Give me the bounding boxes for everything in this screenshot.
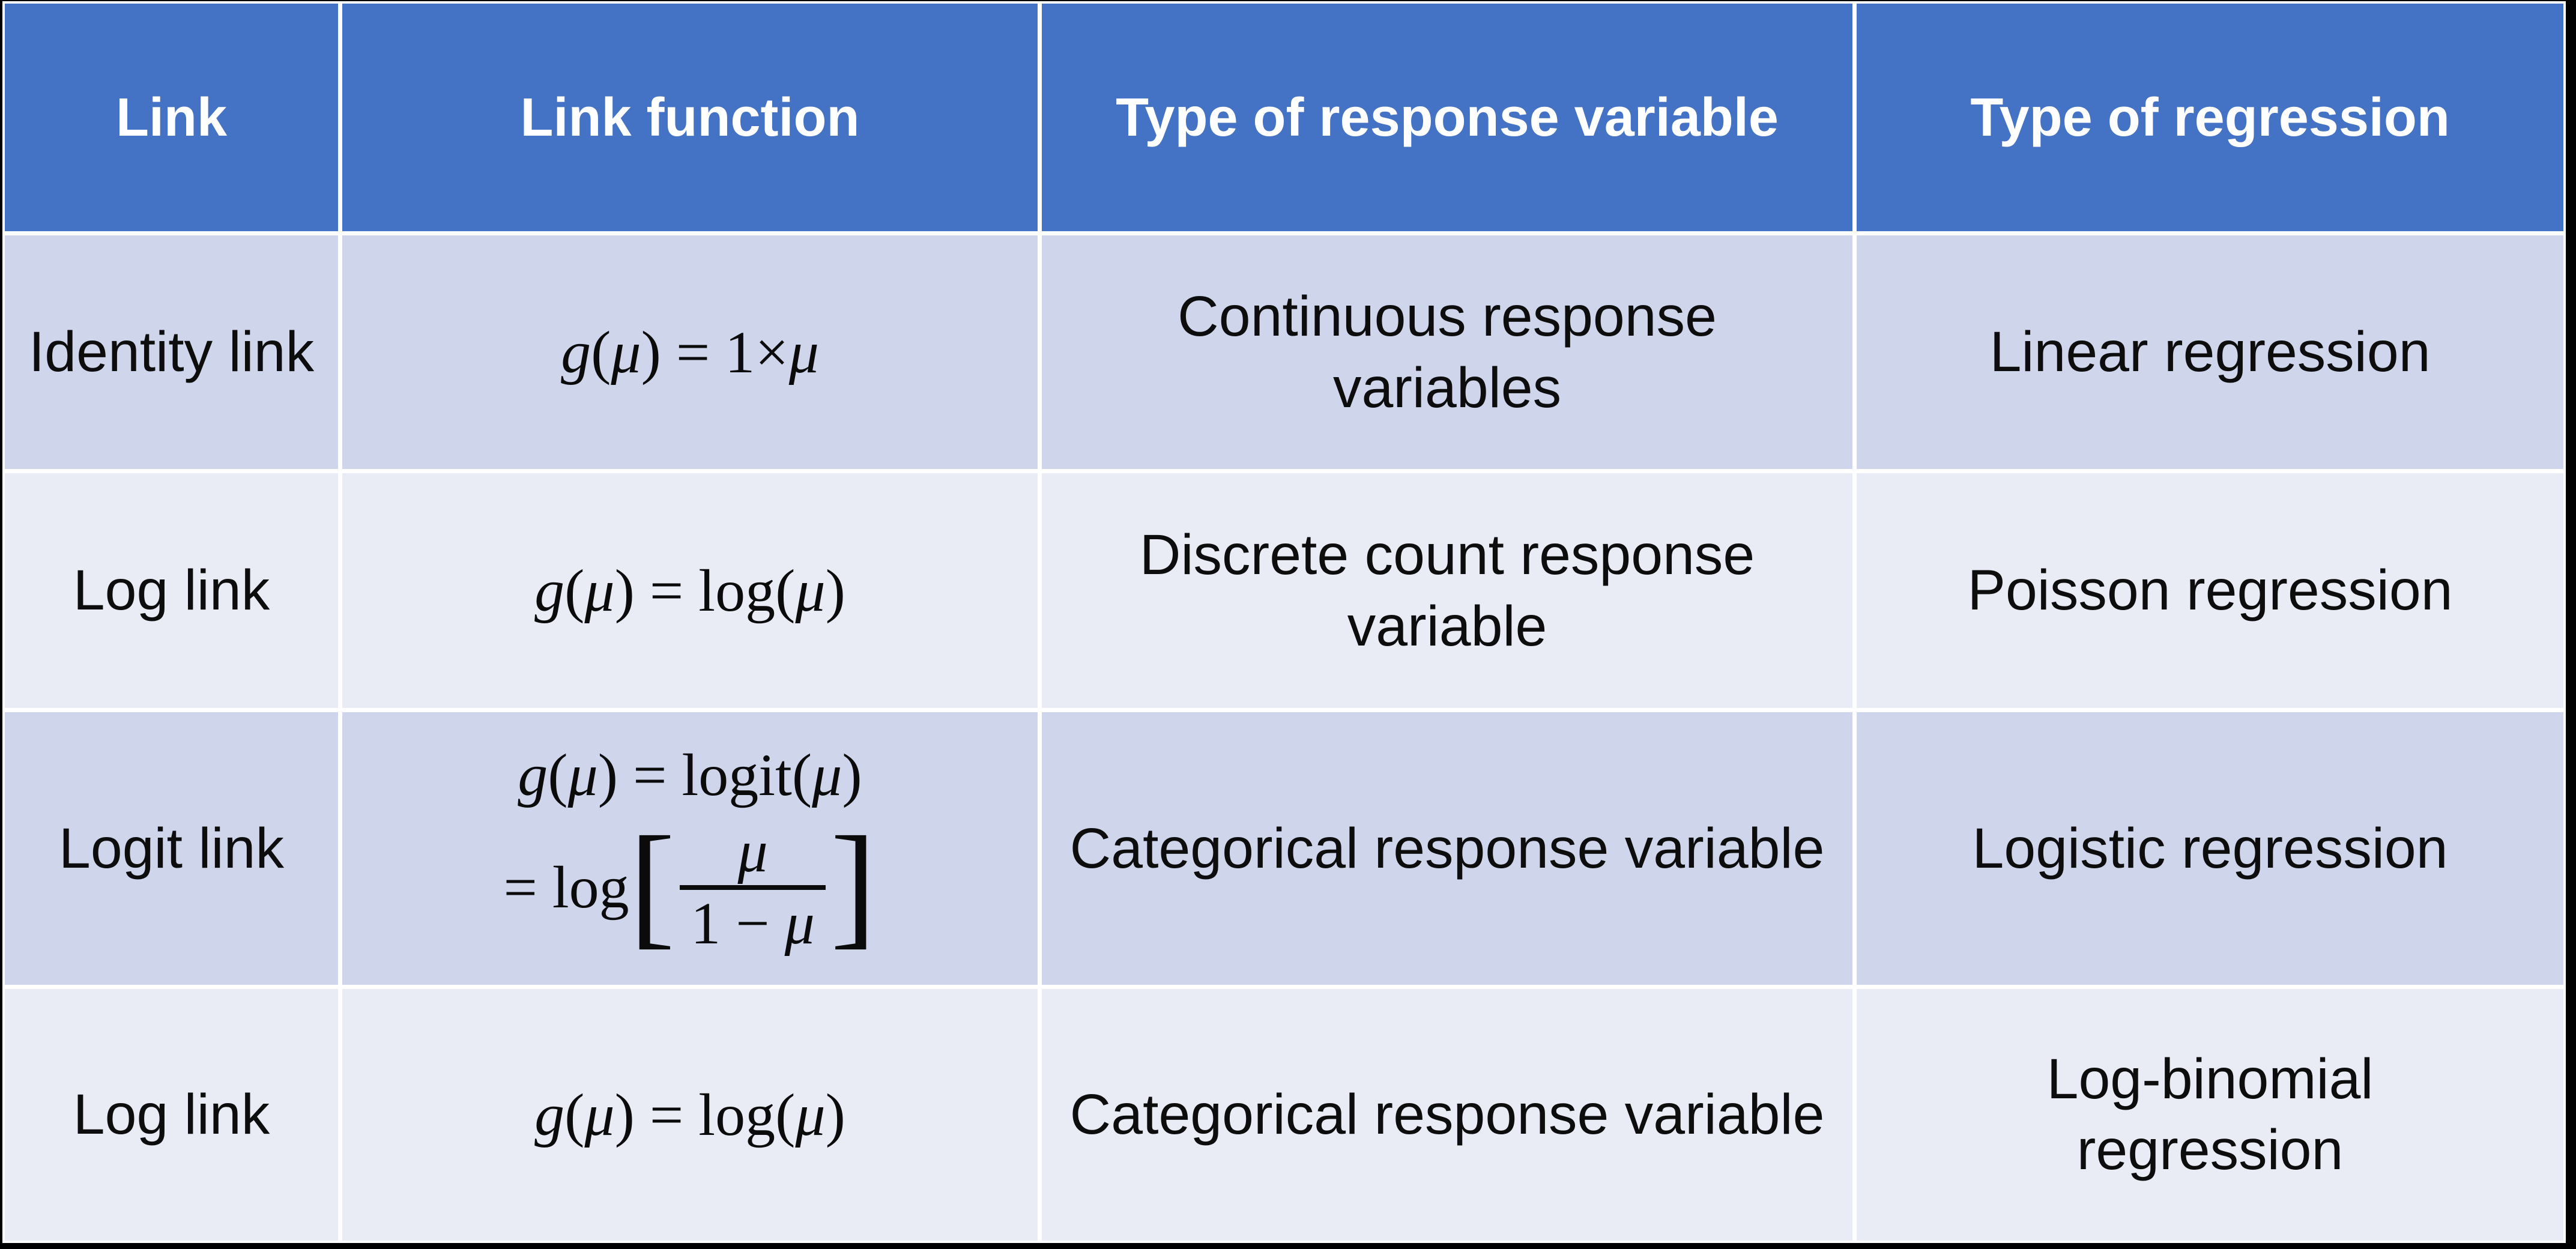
formula-segment: μ	[567, 741, 598, 808]
formula-segment: )	[825, 1081, 845, 1148]
formula-segment: (	[564, 557, 585, 624]
header-label: Link function	[520, 87, 860, 148]
formula-segment: μ	[795, 1081, 826, 1148]
formula-segment: ) = 1×	[641, 319, 789, 386]
cell-row1-response: Continuous response variables	[1041, 235, 1853, 470]
header-label: Type of response variable	[1116, 87, 1779, 148]
cell-row4-response: Categorical response variable	[1041, 988, 1853, 1241]
cell-row1-regression: Linear regression	[1857, 235, 2563, 470]
formula-segment: g	[518, 741, 548, 808]
fraction-denominator: 1 − μ	[680, 885, 826, 957]
formula-segment: (	[564, 1081, 585, 1148]
header-label: Type of regression	[1970, 87, 2450, 148]
formula-segment: μ	[584, 1081, 615, 1148]
cell-row2-link: Log link	[5, 473, 339, 709]
formula-segment: = log	[503, 854, 629, 921]
formula-log: g(μ) = log(μ)	[534, 556, 845, 625]
formula-segment: 1 −	[691, 889, 785, 957]
cell-text: Identity link	[28, 320, 315, 384]
formula-segment: ) = log(	[614, 557, 796, 624]
cell-text: Log-binomial regression	[2046, 1047, 2374, 1182]
cell-text: Logistic regression	[1972, 816, 2448, 880]
cell-row4-link: Log link	[5, 988, 339, 1241]
cell-text: Discrete count response variable	[1139, 523, 1755, 658]
header-cell-response-type: Type of response variable	[1041, 4, 1853, 232]
cell-row4-formula: g(μ) = log(μ)	[342, 988, 1038, 1241]
fraction-numerator: μ	[731, 818, 773, 885]
formula-segment: μ	[795, 557, 826, 624]
cell-text: Logit link	[59, 816, 284, 880]
glm-link-function-table: Link Link function Type of response vari…	[5, 4, 2563, 1241]
formula-segment: μ	[584, 557, 615, 624]
formula-segment: g	[534, 557, 565, 624]
cell-text: Poisson regression	[1967, 558, 2453, 623]
formula-identity: g(μ) = 1×μ	[561, 318, 819, 387]
formula-segment: ) = log(	[614, 1081, 796, 1148]
header-cell-link-function: Link function	[342, 4, 1038, 232]
cell-text: Categorical response variable	[1069, 816, 1825, 880]
cell-row4-regression: Log-binomial regression	[1857, 988, 2563, 1241]
header-cell-link: Link	[5, 4, 339, 232]
cell-text: Categorical response variable	[1069, 1083, 1825, 1146]
formula-segment: μ	[737, 817, 768, 885]
formula-segment: g	[534, 1081, 565, 1148]
cell-text: Continuous response variables	[1178, 284, 1717, 420]
formula-segment: g	[561, 319, 591, 386]
formula-segment: μ	[784, 889, 815, 957]
cell-row3-link: Logit link	[5, 712, 339, 985]
formula-segment: μ	[611, 319, 641, 386]
cell-row3-regression: Logistic regression	[1857, 712, 2563, 985]
cell-row2-response: Discrete count response variable	[1041, 473, 1853, 709]
header-label: Link	[116, 87, 228, 148]
formula-segment: )	[842, 741, 862, 808]
formula-segment: )	[825, 557, 845, 624]
cell-text: Linear regression	[1989, 320, 2431, 384]
formula-logit-line1: g(μ) = logit(μ)	[518, 740, 862, 809]
formula-segment: (	[548, 741, 568, 808]
formula-segment: (	[591, 319, 611, 386]
cell-row1-link: Identity link	[5, 235, 339, 470]
cell-row2-formula: g(μ) = log(μ)	[342, 473, 1038, 709]
formula-log: g(μ) = log(μ)	[534, 1080, 845, 1149]
cell-row2-regression: Poisson regression	[1857, 473, 2563, 709]
cell-row1-formula: g(μ) = 1×μ	[342, 235, 1038, 470]
cell-text: Log link	[73, 1083, 270, 1146]
formula-segment: ) = logit(	[597, 741, 812, 808]
formula-segment: μ	[812, 741, 842, 808]
cell-row3-response: Categorical response variable	[1041, 712, 1853, 985]
cell-text: Log link	[73, 558, 270, 623]
header-cell-regression-type: Type of regression	[1857, 4, 2563, 232]
formula-segment: μ	[788, 319, 819, 386]
